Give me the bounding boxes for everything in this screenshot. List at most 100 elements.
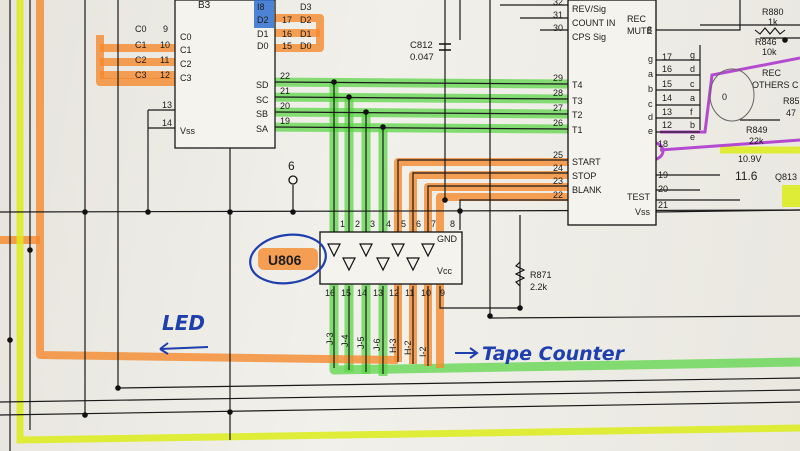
d3-pin-name: I8 — [257, 2, 265, 12]
u806-pin-7: 7 — [431, 219, 436, 229]
d2-pin-number: 17 — [282, 15, 292, 25]
right-ic-top-pins: 32 31 30 REV/Sig COUNT IN CPS Sig — [553, 0, 615, 42]
r846-value: 10k — [762, 47, 777, 57]
test-label: TEST — [627, 192, 651, 202]
c812-value: 0.047 — [410, 52, 434, 63]
t1-label: T1 — [572, 125, 583, 135]
resistor-r871: R871 2.2k — [514, 261, 552, 292]
output-i2: I-2 — [418, 346, 428, 357]
rec-label: REC — [627, 14, 647, 24]
rec-others-line-1: REC — [762, 68, 782, 78]
seg-letter-f: f — [690, 107, 693, 117]
output-h2: H-2 — [403, 340, 413, 355]
c0-pin-number: 9 — [163, 24, 168, 34]
c3-ext-label: C3 — [135, 70, 147, 80]
u806-pin-3: 3 — [370, 219, 375, 229]
green-highlight — [259, 77, 800, 376]
pin-24: 24 — [553, 163, 563, 173]
c812-label: C812 — [410, 40, 433, 51]
right-pin-20: 20 — [658, 184, 668, 194]
d2-pin-name: D2 — [257, 15, 269, 25]
left-ic: B3 C0 C1 C2 C3 9 10 11 12 C0 C1 C2 C3 I8… — [135, 0, 312, 149]
output-h3: H-3 — [388, 338, 398, 353]
seg-letter-b: b — [690, 120, 695, 130]
seg-pin-12: 12 — [662, 120, 672, 130]
d1-ext-label: D1 — [300, 29, 312, 39]
sd-pin-name: SD — [256, 80, 269, 90]
d0-pin-name: D0 — [257, 41, 269, 51]
u806-pin-13: 13 — [373, 288, 383, 298]
output-j4: J-4 — [340, 334, 350, 347]
test-point-6: 6 — [288, 159, 298, 185]
sb-pin-number: 20 — [280, 101, 290, 111]
led-annotation: LED — [159, 311, 209, 355]
q813-label: Q813 — [775, 172, 797, 182]
right-pin-18: 18 — [658, 139, 668, 149]
sb-pin-name: SB — [256, 109, 268, 119]
u806-bottom-pins: 16 15 14 13 12 11 10 9 — [325, 288, 445, 298]
output-j6: J-6 — [372, 338, 382, 351]
r849-value: 22k — [749, 136, 764, 146]
pin-32: 32 — [553, 0, 563, 7]
right-pin-21: 21 — [658, 200, 668, 210]
pin-28: 28 — [553, 88, 563, 98]
mute-label: MUTE — [627, 26, 653, 36]
right-pin-19: 19 — [658, 170, 668, 180]
output-j5: J-5 — [356, 336, 366, 349]
u806-pin-15: 15 — [341, 288, 351, 298]
c2-pin-number: 11 — [160, 55, 169, 65]
c0-ext-label: C0 — [135, 24, 147, 34]
right-ic: 32 31 30 REV/Sig COUNT IN CPS Sig 29 28 … — [553, 0, 695, 226]
pin-26: 26 — [553, 118, 563, 128]
seg-letter-e: e — [690, 132, 695, 142]
c0-pin-name: C0 — [180, 32, 192, 42]
rev-sig-label: REV/Sig — [572, 4, 606, 14]
r871-label: R871 — [530, 270, 552, 280]
left-ic-s-pins: SD SC SB SA 22 21 20 19 — [256, 71, 290, 134]
yellow-highlight — [16, 0, 800, 444]
c1-ext-label: C1 — [135, 40, 147, 50]
count-in-label: COUNT IN — [572, 18, 615, 28]
u806-pin-4: 4 — [386, 219, 391, 229]
sa-pin-name: SA — [256, 124, 268, 134]
pin-25: 25 — [553, 150, 563, 160]
seg-letter-g: g — [690, 50, 695, 60]
u806-pin-5: 5 — [401, 219, 406, 229]
pin-22: 22 — [553, 190, 563, 200]
u806-pin-16: 16 — [325, 288, 335, 298]
capacitor-c812: C812 0.047 — [410, 40, 451, 63]
c1-pin-name: C1 — [180, 45, 192, 55]
u806-pin-11: 11 — [405, 288, 414, 298]
pin-29: 29 — [553, 73, 563, 83]
r85-value: 47 — [786, 108, 796, 118]
u806-pin-10: 10 — [421, 288, 431, 298]
seg-pin-17: 17 — [662, 52, 672, 62]
margin-note: 11.6 — [735, 169, 758, 183]
d0-ext-label: D0 — [300, 41, 312, 51]
t4-label: T4 — [572, 80, 583, 90]
rec-others-line-2: OTHERS C — [752, 80, 799, 90]
u806-pin-12: 12 — [389, 288, 399, 298]
right-edge-components: R880 1k R846 10k REC OTHERS C 0 R85 47 R… — [709, 7, 800, 207]
start-label: START — [572, 157, 601, 167]
left-ic-c-pins: C0 C1 C2 C3 9 10 11 12 C0 C1 C2 C3 — [135, 24, 192, 83]
test-point-label: 6 — [288, 159, 295, 173]
right-ic-side-pins: 8 g a b c d e 18 19 20 21 — [647, 25, 668, 210]
right-ic-ctrl-pins: 25 24 23 22 START STOP BLANK — [553, 150, 602, 200]
hand-mark: 0 — [722, 92, 727, 102]
seg-letter-a: a — [690, 93, 695, 103]
seg-letter-d: d — [690, 64, 695, 74]
seg-letter-c: c — [690, 79, 695, 89]
segment-map: g d c a f b e 16 15 14 13 12 17 — [662, 50, 695, 142]
u806-pin-8: 8 — [450, 219, 455, 229]
u806-ic: 1 2 3 4 5 6 7 8 16 15 14 13 12 11 10 9 — [319, 219, 463, 298]
sc-pin-name: SC — [256, 95, 269, 105]
d1-pin-number: 16 — [282, 29, 292, 39]
r880-label: R880 — [762, 7, 784, 17]
pin-23: 23 — [553, 176, 563, 186]
sa-pin-number: 19 — [280, 116, 290, 126]
stop-label: STOP — [572, 171, 596, 181]
vss-pin-14: 14 — [162, 118, 172, 128]
